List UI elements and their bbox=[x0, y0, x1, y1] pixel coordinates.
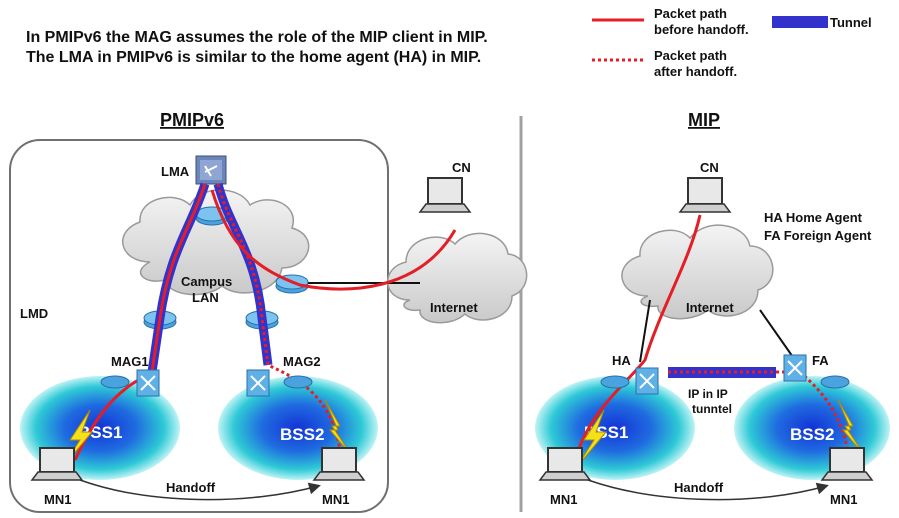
legend: Packet path before handoff. Packet path … bbox=[592, 6, 872, 79]
mag2-switch-icon bbox=[246, 369, 313, 397]
mip-mn-left-label: MN1 bbox=[550, 492, 577, 507]
pmip-cn-label: CN bbox=[452, 160, 471, 175]
pmip-path-before bbox=[73, 183, 207, 461]
lmd-label: LMD bbox=[20, 306, 48, 321]
mip-ipip-label2: tunntel bbox=[692, 402, 732, 416]
mip-fa-link bbox=[759, 309, 796, 361]
pmip-bss1-label: BSS1 bbox=[78, 423, 122, 442]
mag1-label: MAG1 bbox=[111, 354, 149, 369]
mip-mn-right-label: MN1 bbox=[830, 492, 857, 507]
pmip-path-cn bbox=[210, 189, 457, 291]
legend-tunnel-label: Tunnel bbox=[830, 15, 872, 30]
ha-switch-icon bbox=[600, 367, 659, 395]
legend-dotted-label2: after handoff. bbox=[654, 64, 737, 79]
mip-cn-laptop-icon bbox=[678, 177, 732, 213]
pmip-internet-cloud bbox=[387, 232, 528, 324]
mag1-switch-icon bbox=[100, 369, 160, 397]
mip-ipip-label1: IP in IP bbox=[688, 387, 728, 401]
mip-title: MIP bbox=[688, 110, 720, 130]
pmip-handoff-label: Handoff bbox=[166, 480, 216, 495]
pmip-internet-label: Internet bbox=[430, 300, 478, 315]
mag2-label: MAG2 bbox=[283, 354, 321, 369]
legend-solid-label1: Packet path bbox=[654, 6, 727, 21]
mip-ha-definition: HA Home Agent bbox=[764, 210, 863, 225]
lma-server-icon bbox=[195, 155, 227, 185]
mip-mn-right-laptop-icon bbox=[820, 447, 874, 481]
legend-solid-label2: before handoff. bbox=[654, 22, 749, 37]
mip-handoff-arrow bbox=[587, 479, 829, 501]
mip-path-before bbox=[573, 214, 702, 461]
lmd-domain-box bbox=[9, 139, 389, 513]
mip-cn-label: CN bbox=[700, 160, 719, 175]
mip-internet-label: Internet bbox=[686, 300, 734, 315]
mip-ha-link bbox=[639, 299, 651, 363]
pmip-cn-laptop-icon bbox=[418, 177, 472, 213]
pmip-handoff-arrow bbox=[79, 479, 321, 501]
header-line2: The LMA in PMIPv6 is similar to the home… bbox=[26, 49, 481, 66]
mip-fa-definition: FA Foreign Agent bbox=[764, 228, 872, 243]
lma-label: LMA bbox=[161, 164, 190, 179]
campus-label1: Campus bbox=[181, 274, 232, 289]
mip-mn-left-laptop-icon bbox=[538, 447, 592, 481]
mip-fa-label: FA bbox=[812, 353, 829, 368]
pmip-mn-right-laptop-icon bbox=[312, 447, 366, 481]
fa-switch-icon bbox=[783, 354, 850, 389]
pmip-path-after bbox=[216, 183, 342, 451]
legend-tunnel-swatch bbox=[772, 16, 828, 28]
campus-label2: LAN bbox=[192, 290, 219, 305]
header-line1: In PMIPv6 the MAG assumes the role of th… bbox=[26, 29, 488, 46]
mip-bss2-label: BSS2 bbox=[790, 425, 834, 444]
pmip-bss2-label: BSS2 bbox=[280, 425, 324, 444]
legend-dotted-label1: Packet path bbox=[654, 48, 727, 63]
pmip-mn-left-label: MN1 bbox=[44, 492, 71, 507]
mip-ha-label: HA bbox=[612, 353, 631, 368]
pmip-mn-left-laptop-icon bbox=[30, 447, 84, 481]
pmip-mn-right-label: MN1 bbox=[322, 492, 349, 507]
pmip-title: PMIPv6 bbox=[160, 110, 224, 130]
mip-handoff-label: Handoff bbox=[674, 480, 724, 495]
